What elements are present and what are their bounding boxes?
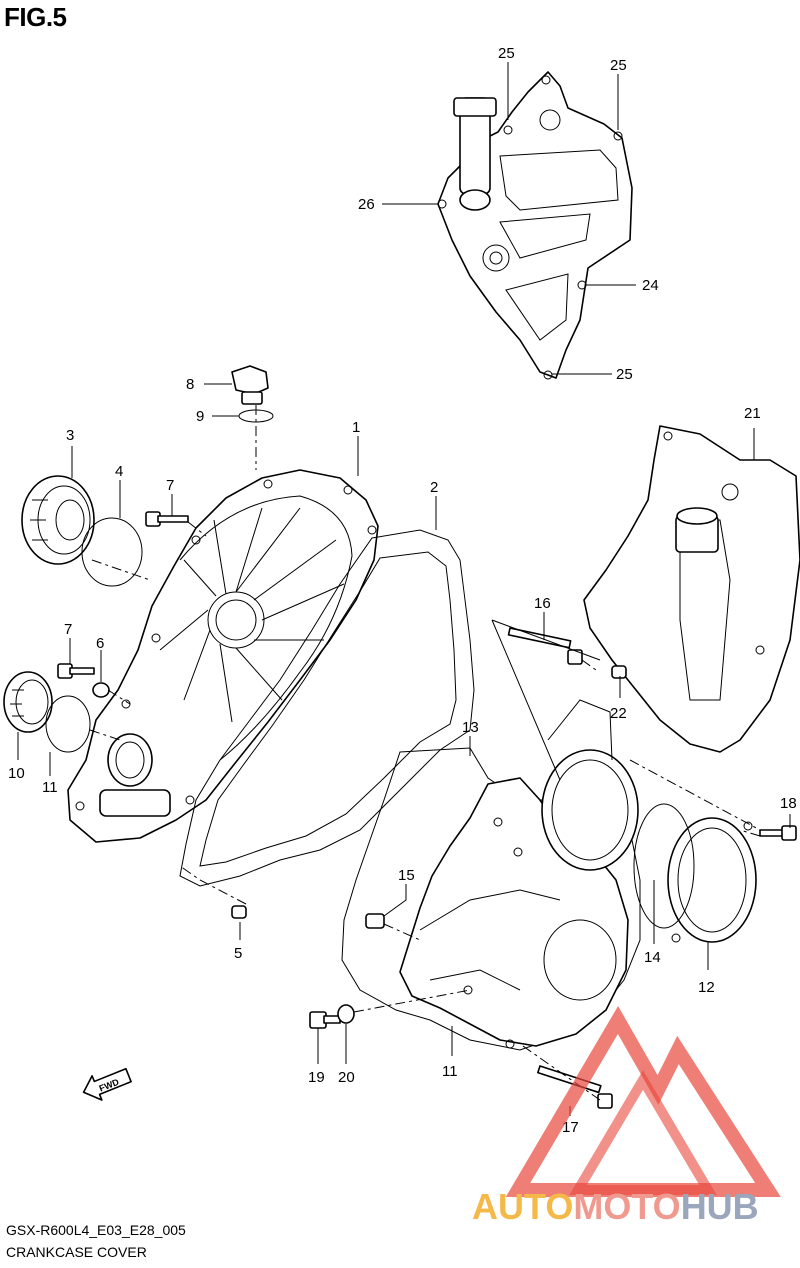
- automotohub-logo-icon: [505, 1006, 781, 1197]
- diagram-code: GSX-R600L4_E03_E28_005: [6, 1222, 186, 1238]
- dowel-pin-part-16: [365, 913, 385, 929]
- watermark-moto: MOTO: [573, 1186, 681, 1227]
- fwd-arrow-icon: FWD: [82, 1067, 132, 1101]
- watermark-text: AUTOMOTOHUB: [472, 1186, 759, 1228]
- callout-21: 20: [338, 1069, 355, 1086]
- gasket-part-2: [179, 529, 475, 887]
- o-ring-part-11: [45, 695, 91, 753]
- o-ring-part-15: [633, 803, 695, 929]
- callout-26: 26: [358, 196, 375, 213]
- plug-part-3: [21, 475, 95, 565]
- callout-19: 18: [780, 795, 797, 812]
- callout-2: 2: [430, 479, 438, 496]
- bolt-part-7-lower: [57, 663, 95, 679]
- dowel-pin-part-23: [611, 665, 627, 679]
- callout-20: 19: [308, 1069, 325, 1086]
- crankcase-cover-part-1: [67, 469, 379, 843]
- callout-4: 4: [115, 463, 123, 480]
- bolt-part-20: [309, 1011, 341, 1029]
- callout-5: 5: [234, 945, 242, 962]
- sprocket-cover: [437, 71, 633, 380]
- diagram-name: CRANKCASE COVER: [6, 1244, 147, 1260]
- callout-8: 8: [186, 376, 194, 393]
- oil-filler-cap-part-8: [231, 365, 269, 405]
- callout-23: 22: [610, 705, 627, 722]
- callout-24a: 25: [498, 45, 515, 62]
- callout-14: 13: [462, 719, 479, 736]
- callout-17: 16: [534, 595, 551, 612]
- callout-22: 21: [744, 405, 761, 422]
- callout-15: 14: [644, 949, 661, 966]
- callout-10: 10: [8, 765, 25, 782]
- callout-7a: 7: [166, 477, 174, 494]
- alignment-lines: [89, 405, 761, 1101]
- callout-7b: 7: [64, 621, 72, 638]
- callout-3: 3: [66, 427, 74, 444]
- bearing-housing: [541, 699, 639, 871]
- washer-part-6: [92, 682, 110, 698]
- callout-25a: 25: [610, 57, 627, 74]
- callout-18: 17: [562, 1119, 579, 1136]
- callout-1: 1: [352, 419, 360, 436]
- cover-part-22: [583, 425, 800, 753]
- callout-11: 11: [42, 779, 58, 796]
- watermark-hub: HUB: [680, 1186, 759, 1227]
- callout-24b: 24: [642, 277, 659, 294]
- bolt-part-7-upper: [145, 511, 189, 527]
- callout-numbers: 25 25 26 24 25 8 9 3 1 4 7 2 7 6 10 11 5…: [8, 45, 797, 1136]
- leader-lines: [17, 62, 791, 1116]
- cover-part-13: [667, 817, 757, 943]
- figure-title: FIG.5: [4, 2, 67, 32]
- bolt-part-19: [759, 825, 797, 841]
- callout-13: 12: [698, 979, 715, 996]
- bolt-part-17: [507, 627, 583, 665]
- callout-9: 9: [196, 408, 204, 425]
- callout-25b: 25: [616, 366, 633, 383]
- o-ring-part-4: [81, 517, 143, 587]
- callout-16: 15: [398, 867, 415, 884]
- plug-part-10: [3, 671, 53, 733]
- watermark-auto: AUTO: [472, 1186, 574, 1227]
- callout-12: 11: [442, 1063, 458, 1080]
- washer-part-21: [337, 1004, 355, 1024]
- callout-6: 6: [96, 635, 104, 652]
- dowel-pin-part-5: [231, 905, 247, 919]
